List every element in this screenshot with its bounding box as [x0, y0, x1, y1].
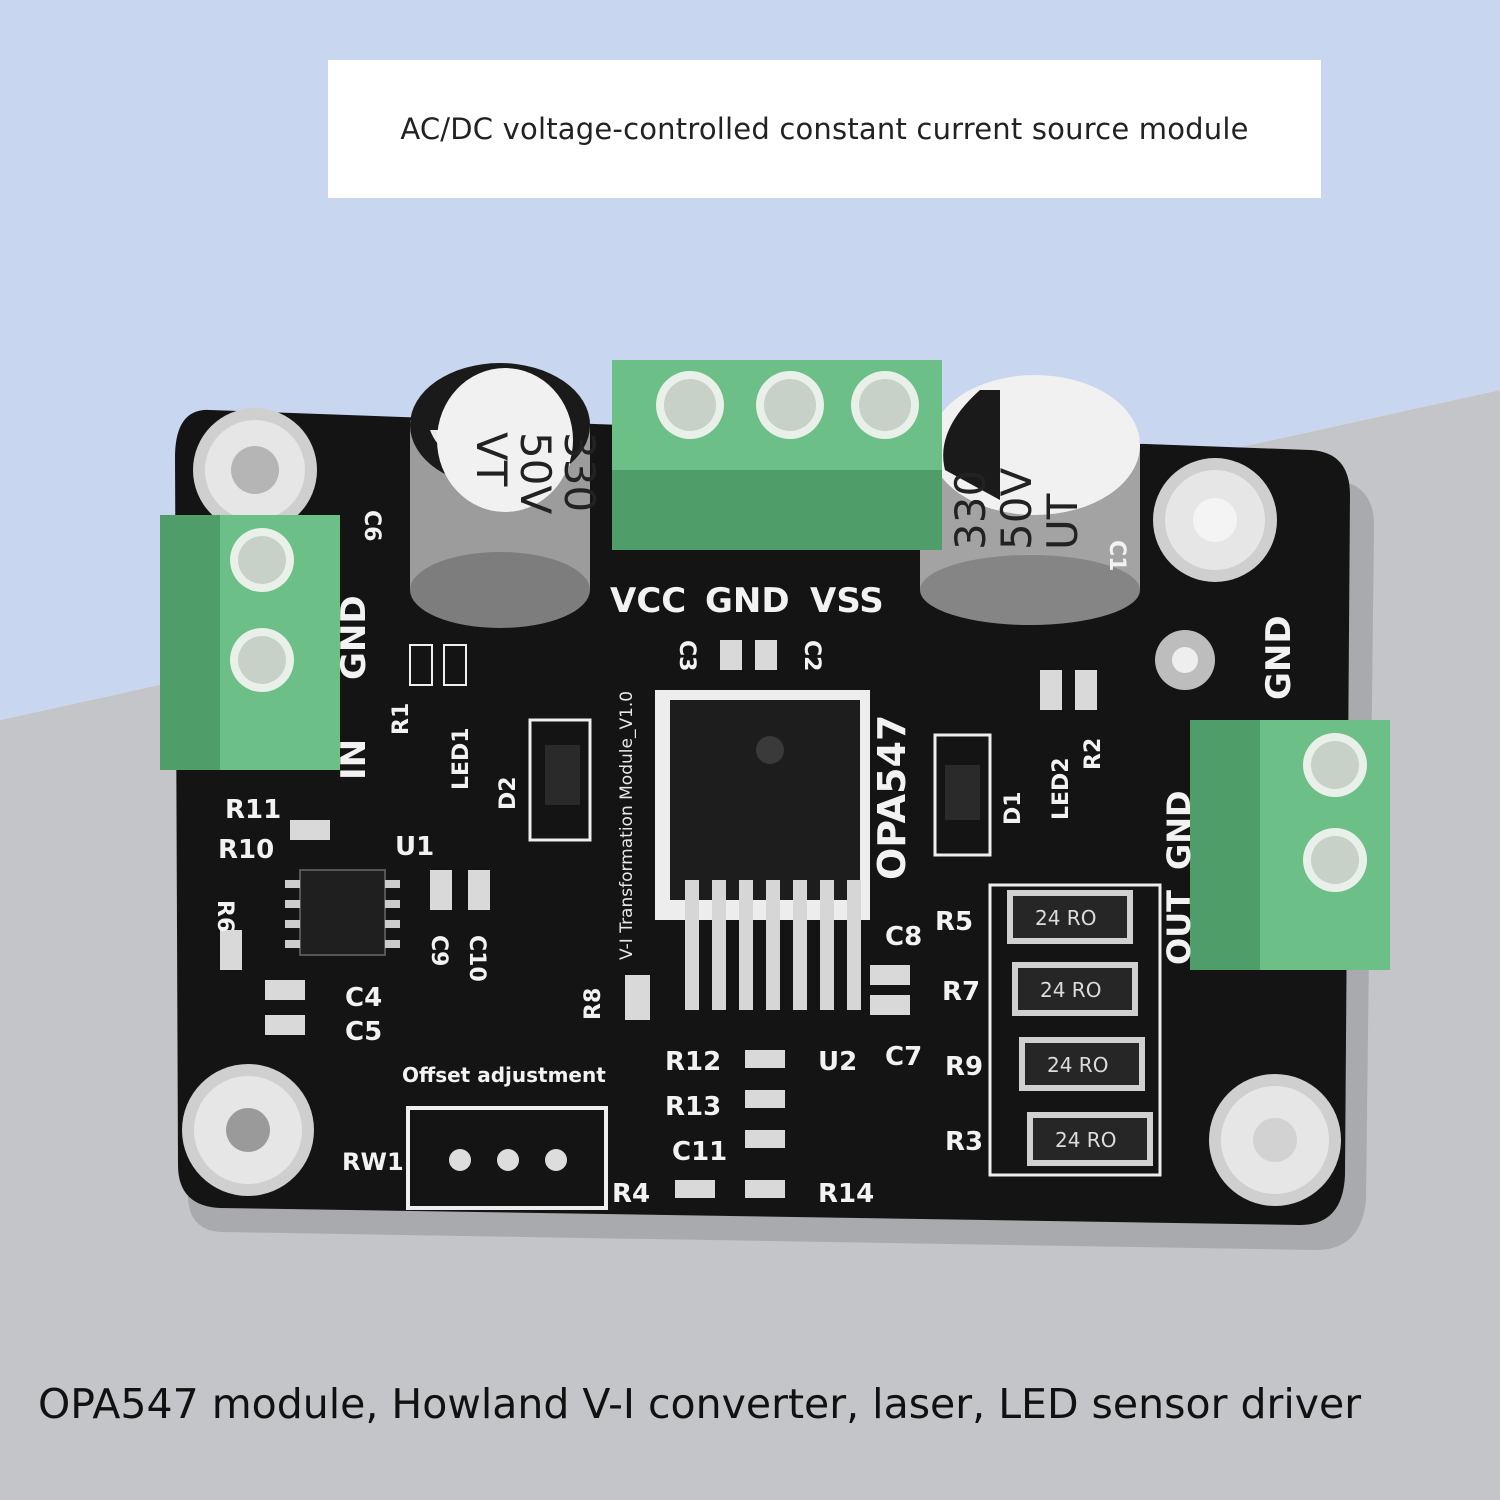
label-r11: R11 [225, 795, 281, 825]
label-gnd-right: GND [1259, 615, 1299, 700]
label-c3: C3 [674, 640, 699, 671]
opa547-chip [655, 690, 870, 1010]
label-opa547: OPA547 [870, 715, 914, 880]
label-r9: R9 [945, 1052, 983, 1082]
resistor-r7-value: 24 RO [1040, 978, 1101, 1002]
label-vcc: VCC [610, 581, 686, 621]
resistor-r3-value: 24 RO [1055, 1128, 1116, 1152]
label-c8: C8 [885, 922, 922, 952]
power-resistors [988, 883, 1162, 1177]
label-led1: LED1 [449, 727, 474, 790]
label-u1: U1 [395, 832, 434, 862]
u1-chip [285, 869, 400, 956]
mounting-hole-top-right [1153, 458, 1277, 582]
label-c9: C9 [426, 935, 451, 966]
label-out: OUT [1160, 890, 1198, 965]
resistor-r9-value: 24 RO [1047, 1053, 1108, 1077]
diode-d1 [933, 733, 992, 857]
cap1-line3: VT [467, 432, 516, 487]
label-rw1: RW1 [342, 1148, 404, 1176]
label-r12: R12 [665, 1047, 721, 1077]
capacitor-c1 [920, 375, 1140, 625]
label-c10: C10 [464, 935, 489, 982]
smd-components [220, 640, 1097, 1198]
label-r3: R3 [945, 1127, 983, 1157]
label-led2: LED2 [1049, 757, 1074, 820]
label-gnd-left: GND [334, 595, 374, 680]
terminal-block-power [612, 360, 942, 550]
terminal-block-input [160, 515, 340, 770]
label-r2: R2 [1081, 738, 1106, 770]
label-offset-adjustment: Offset adjustment [402, 1063, 606, 1087]
mounting-hole-bottom-right [1209, 1074, 1341, 1206]
label-c11: C11 [672, 1137, 727, 1167]
label-r6: R6 [212, 900, 237, 932]
label-c6: C6 [359, 510, 384, 541]
label-c7: C7 [885, 1042, 922, 1072]
resistor-r5-value: 24 RO [1035, 906, 1096, 930]
label-d2: D2 [496, 776, 521, 810]
cap2-line3: UT [1038, 493, 1087, 550]
label-r4: R4 [612, 1179, 650, 1209]
cap1-line1: 330 [555, 432, 604, 512]
label-d1: D1 [1001, 791, 1026, 825]
label-r5: R5 [935, 907, 973, 937]
label-vss: VSS [810, 581, 884, 621]
label-r13: R13 [665, 1092, 721, 1122]
label-r8: R8 [581, 988, 606, 1020]
label-r1: R1 [389, 703, 414, 735]
capacitor-c6 [410, 363, 590, 628]
cap2-line1: 330 [946, 470, 995, 550]
cap1-line2: 50V [511, 432, 560, 514]
label-r7: R7 [942, 977, 980, 1007]
label-gnd-out: GND [1160, 790, 1198, 870]
bottom-caption: OPA547 module, Howland V-I converter, la… [38, 1380, 1362, 1428]
terminal-block-output [1190, 720, 1390, 970]
label-c5: C5 [345, 1017, 382, 1047]
diode-d2 [528, 718, 592, 842]
label-in: IN [334, 739, 374, 780]
mounting-hole-top-left [193, 408, 317, 532]
mounting-hole-bottom-left [182, 1064, 314, 1196]
title-text: AC/DC voltage-controlled constant curren… [400, 112, 1249, 146]
label-r10: R10 [218, 835, 274, 865]
cap2-line2: 50V [992, 468, 1041, 550]
label-c1: C1 [1104, 540, 1129, 571]
label-c2: C2 [799, 640, 824, 671]
offset-trimmer [406, 1106, 608, 1210]
label-c4: C4 [345, 983, 382, 1013]
test-point-gnd [1155, 630, 1215, 690]
label-module-name: V-I Transformation Module_V1.0 [617, 691, 637, 960]
title-card: AC/DC voltage-controlled constant curren… [328, 60, 1321, 198]
label-r14: R14 [818, 1179, 874, 1209]
label-u2: U2 [818, 1047, 857, 1077]
label-gnd-top: GND [705, 581, 790, 621]
